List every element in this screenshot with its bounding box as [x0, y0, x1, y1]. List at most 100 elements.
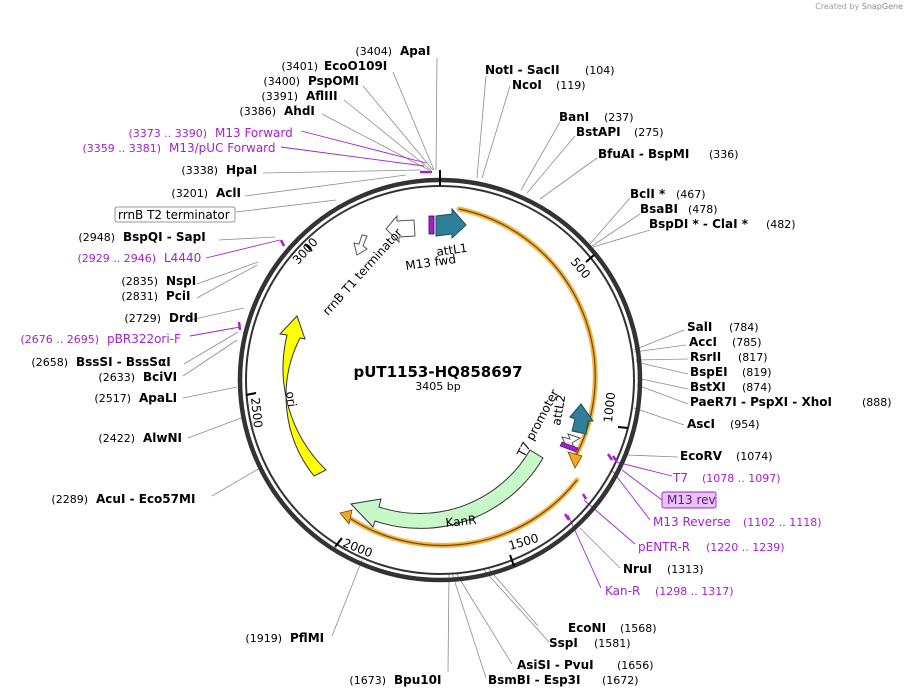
enzyme-name-acci: AccI	[689, 335, 717, 349]
tick-label-2500: 2500	[248, 397, 265, 429]
enzyme-name-pflmi: PflMI	[290, 631, 324, 645]
credit-brand: SnapGene	[861, 2, 903, 11]
rrnb-t1-feature-arrow	[385, 214, 416, 244]
primer-name-m13-reverse: M13 Reverse	[653, 515, 731, 529]
enzyme-pos-drdi: (2729)	[124, 312, 161, 325]
primer-name-kan-r: Kan-R	[605, 584, 640, 598]
enzyme-pos-pflmi: (1919)	[245, 632, 282, 645]
primer-binding-marks	[237, 170, 619, 521]
enzyme-pos-apai: (3404)	[355, 45, 392, 58]
enzyme-pos-bpu10i: (1673)	[349, 674, 386, 687]
m13-rev-boxed-label: M13 rev	[667, 493, 716, 507]
enzyme-pos-ncoi: (119)	[556, 79, 586, 92]
enzyme-name-bstapi: BstAPI	[576, 125, 621, 139]
enzyme-name-asisi: AsiSI - PvuI	[517, 658, 594, 672]
attl1-label: attL1	[435, 241, 468, 259]
enzyme-pos-bsssi: (2658)	[31, 356, 68, 369]
enzyme-name-sali: SalI	[687, 320, 712, 334]
enzyme-name-bsmbi: BsmBI - Esp3I	[488, 673, 580, 687]
primer-name-l4440: L4440	[164, 251, 201, 265]
enzyme-pos-bsmbi: (1672)	[602, 674, 639, 687]
leader-lines	[182, 57, 689, 679]
enzyme-name-apai: ApaI	[400, 44, 430, 58]
primer-range-l4440: (2929 .. 2946)	[77, 252, 156, 265]
enzyme-name-pcii: PciI	[166, 289, 191, 303]
enzyme-name-drdi: DrdI	[169, 311, 198, 325]
m13-rev-box	[661, 491, 717, 509]
primer-range-m13-reverse: (1102 .. 1118)	[743, 516, 822, 529]
enzyme-name-bsssi: BssSI - BssSαI	[76, 355, 171, 369]
enzyme-name-ncoi: NcoI	[512, 78, 542, 92]
enzyme-pos-acui: (2289)	[51, 493, 88, 506]
orf-arc-right-core	[458, 208, 596, 460]
attl2-label: attL2	[549, 393, 568, 426]
orf-arc-bottom-core	[347, 479, 578, 546]
enzyme-name-bsabi: BsaBI	[640, 202, 678, 216]
m13-fwd-label: M13 fwd	[404, 252, 456, 273]
primer-labels: (3373 .. 3390) M13 Forward (3359 .. 3381…	[20, 126, 821, 598]
enzyme-pos-ahdi: (3386)	[239, 105, 276, 118]
enzyme-name-alwni: AlwNI	[143, 431, 182, 445]
snapgene-credit: Created by SnapGene	[815, 2, 903, 11]
enzyme-labels-right: NotI - SacII (104) NcoI (119) BanI (237)…	[485, 63, 892, 687]
enzyme-name-pspomi: PspOMI	[308, 74, 359, 88]
enzyme-pos-apali: (2517)	[94, 392, 131, 405]
enzyme-name-bani: BanI	[559, 110, 589, 124]
enzyme-name-acui: AcuI - Eco57MI	[96, 492, 195, 506]
enzyme-name-ecoo109i: EcoO109I	[324, 59, 387, 73]
m13-fwd-feature	[428, 215, 435, 235]
enzyme-pos-rsrii: (817)	[738, 351, 768, 364]
enzyme-pos-econi: (1568)	[620, 622, 657, 635]
enzyme-pos-bspdi: (482)	[766, 218, 796, 231]
enzyme-name-rsrii: RsrII	[690, 350, 721, 364]
orf-arc-bottom-head	[339, 509, 353, 525]
rrnb-t2-feature-arrow	[353, 234, 368, 256]
enzyme-name-bcli: BclI *	[630, 187, 666, 201]
attl2-feature-arrow	[569, 403, 594, 435]
enzyme-name-afliii: AflIII	[306, 89, 338, 103]
enzyme-name-acli: AclI	[216, 186, 241, 200]
enzyme-name-econi: EcoNI	[568, 621, 606, 635]
enzyme-pos-sali: (784)	[729, 321, 759, 334]
enzyme-pos-hpai: (3338)	[181, 164, 218, 177]
rrnb-t2-boxed-label: rrnB T2 terminator	[118, 208, 230, 222]
credit-prefix: Created by	[815, 2, 860, 11]
enzyme-pos-bcivi: (2633)	[98, 371, 135, 384]
enzyme-pos-noti: (104)	[585, 64, 615, 77]
primer-range-m13-forward: (3373 .. 3390)	[128, 127, 207, 140]
enzyme-pos-ecoo109i: (3401)	[281, 60, 318, 73]
tick-label-1000: 1000	[601, 391, 618, 423]
enzyme-pos-acli: (3201)	[171, 187, 208, 200]
enzyme-pos-bsabi: (478)	[688, 203, 718, 216]
enzyme-name-bpu10i: Bpu10I	[394, 673, 441, 687]
scale-ticks	[245, 243, 629, 567]
enzyme-pos-bspei: (819)	[742, 366, 772, 379]
enzyme-name-hpai: HpaI	[226, 163, 257, 177]
primer-range-pentr-r: (1220 .. 1239)	[706, 541, 785, 554]
primer-name-t7: T7	[672, 471, 688, 485]
enzyme-name-ecorv: EcoRV	[680, 449, 723, 463]
enzyme-name-bcivi: BciVI	[143, 370, 177, 384]
enzyme-labels-left: (3404) ApaI (3401) EcoO109I (3400) PspOM…	[31, 44, 441, 687]
enzyme-name-bspqi: BspQI - SapI	[123, 230, 206, 244]
enzyme-name-asci: AscI	[687, 417, 715, 431]
enzyme-pos-paer7i: (888)	[862, 396, 892, 409]
enzyme-name-noti: NotI - SacII	[485, 63, 560, 77]
enzyme-pos-pspomi: (3400)	[263, 75, 300, 88]
primer-range-kan-r: (1298 .. 1317)	[655, 585, 734, 598]
enzyme-name-bfuai: BfuAI - BspMI	[598, 147, 689, 161]
enzyme-name-apali: ApaLI	[139, 391, 177, 405]
enzyme-name-bspei: BspEI	[690, 365, 728, 379]
enzyme-name-bstxi: BstXI	[690, 380, 726, 394]
enzyme-pos-ecorv: (1074)	[736, 450, 773, 463]
enzyme-pos-bani: (237)	[604, 111, 634, 124]
primer-range-t7: (1078 .. 1097)	[702, 472, 781, 485]
enzyme-name-nspi: NspI	[166, 274, 196, 288]
orf-arc-right-head	[567, 451, 583, 469]
kanr-label: KanR	[445, 513, 477, 530]
enzyme-pos-pcii: (2831)	[121, 290, 158, 303]
enzyme-name-paer7i: PaeR7I - PspXI - XhoI	[690, 395, 832, 409]
plasmid-size: 3405 bp	[415, 380, 460, 393]
t7-primer-feature	[559, 441, 579, 453]
